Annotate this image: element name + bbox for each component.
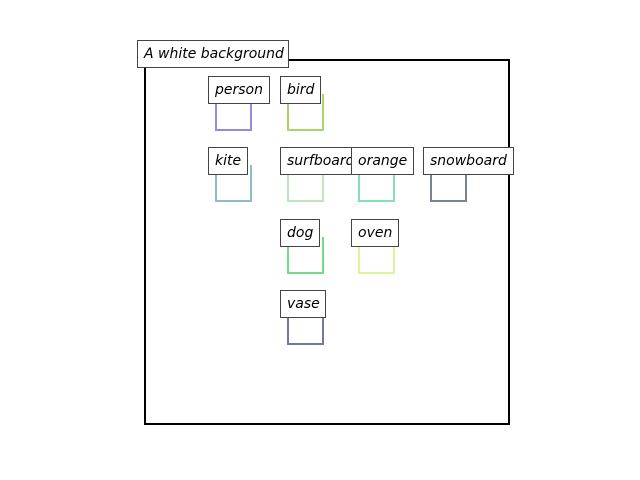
caption-label: A white background — [137, 40, 289, 68]
orange-box — [358, 165, 395, 202]
dog-box — [287, 237, 324, 274]
scene-frame — [144, 59, 510, 425]
snowboard-label: snowboard — [423, 147, 514, 175]
person-label: person — [208, 76, 270, 104]
kite-label: kite — [208, 147, 248, 175]
surfboard-box — [287, 165, 324, 202]
surfboard-label: surfboard — [280, 147, 362, 175]
oven-label: oven — [351, 219, 399, 247]
bird-box — [287, 94, 324, 131]
vase-label: vase — [280, 290, 326, 318]
oven-box — [358, 237, 395, 274]
kite-box — [215, 165, 252, 202]
snowboard-box — [430, 165, 467, 202]
orange-label: orange — [351, 147, 414, 175]
vase-box — [287, 308, 324, 345]
person-box — [215, 94, 252, 131]
bird-label: bird — [280, 76, 321, 104]
dog-label: dog — [280, 219, 320, 247]
